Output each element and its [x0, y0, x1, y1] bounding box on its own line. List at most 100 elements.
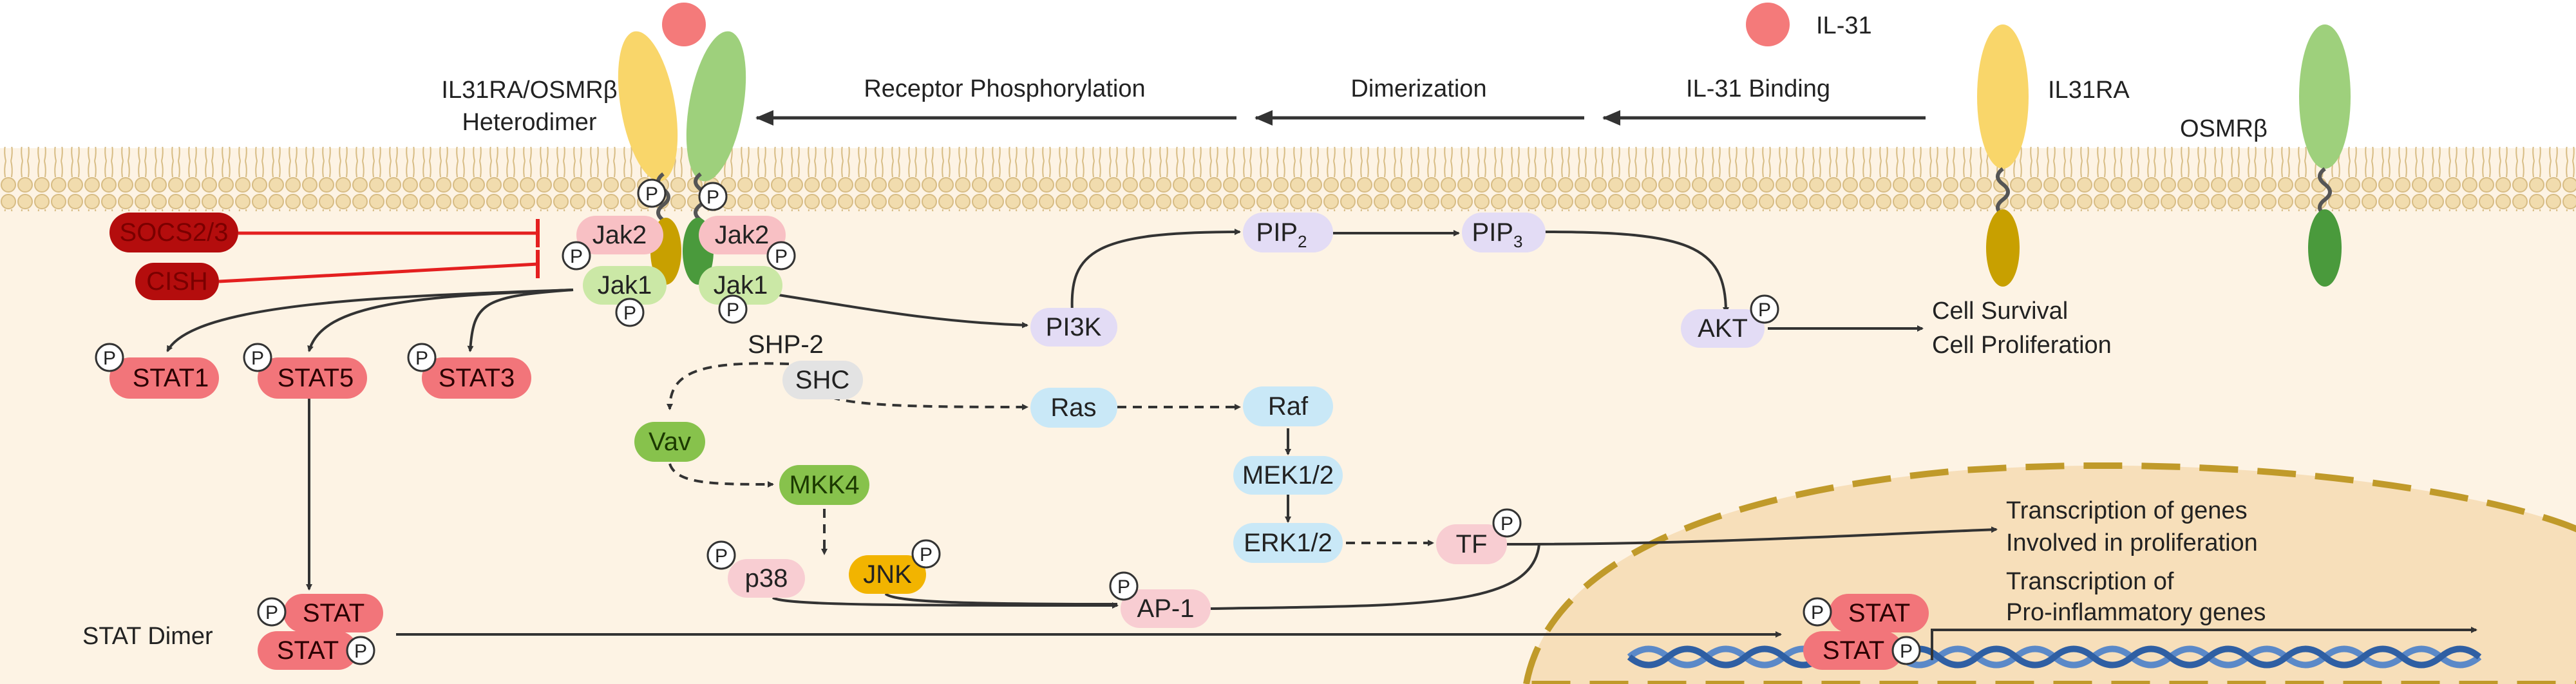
- phospho-akt: P: [1750, 294, 1779, 324]
- ap1-label: AP-1: [1137, 594, 1195, 623]
- edge-shc-ras: [817, 388, 1028, 410]
- phospho-receptor-left-symbol: P: [645, 184, 658, 205]
- mek-label: MEK1/2: [1242, 461, 1334, 489]
- edge-shc-vav: [667, 362, 790, 410]
- ras-label: Ras: [1050, 394, 1096, 422]
- stat-nuc-top-node: [1829, 594, 1929, 632]
- stat3-label: STAT3: [439, 364, 515, 392]
- shp2-label: SHP-2: [748, 330, 824, 359]
- transcription-proliferation-line2: Involved in proliferation: [2006, 529, 2258, 556]
- pi3k-node: [1030, 308, 1117, 347]
- phospho-p38-symbol: P: [715, 546, 728, 567]
- transcription-proliferation-line1: Transcription of genes: [2006, 497, 2248, 524]
- jak1-right-label: Jak1: [714, 271, 768, 299]
- phospho-stat5-symbol: P: [251, 348, 264, 369]
- phospho-stat-dimer-bottom-symbol: P: [354, 641, 367, 662]
- edge-jak1-stat3: [467, 289, 574, 352]
- il31ra-free-extracellular: [1977, 24, 2029, 169]
- phospho-jak1-right-symbol: P: [726, 299, 739, 321]
- phospho-stat-dimer-top-symbol: P: [265, 602, 278, 623]
- phospho-akt-symbol: P: [1758, 299, 1771, 321]
- socs-label: SOCS2/3: [120, 218, 229, 247]
- jak2-left-node: [576, 216, 663, 254]
- phospho-receptor-left: P: [637, 178, 667, 208]
- erk-label: ERK1/2: [1244, 529, 1332, 557]
- jak2-right-label: Jak2: [715, 221, 770, 249]
- phospho-stat-dimer-top: P: [257, 597, 287, 627]
- il31ra-extracellular: [618, 31, 678, 182]
- p38-label: p38: [745, 564, 788, 593]
- edge-pip3-akt: [1542, 231, 1729, 314]
- phospho-jak2-left-symbol: P: [570, 246, 583, 267]
- stat-dimer-top-label: STAT: [303, 599, 365, 627]
- phospho-receptor-right-symbol: P: [706, 187, 719, 208]
- phospho-stat3: P: [407, 343, 437, 372]
- tf-node: [1436, 524, 1507, 564]
- stat5-label: STAT5: [278, 364, 354, 392]
- extracellular-space: [0, 0, 2576, 148]
- ras-node: [1030, 388, 1117, 428]
- socs-node: [109, 213, 238, 252]
- cell-membrane: [0, 147, 2576, 211]
- osmrb-label: OSMRβ: [2180, 115, 2268, 142]
- edge-vav-mkk4: [668, 463, 774, 488]
- phospho-receptor-right: P: [698, 182, 728, 211]
- osmrb-free-transmembrane: [2318, 167, 2332, 217]
- jak2-right-node: [699, 216, 786, 254]
- edge-nucstat-transcription: [1931, 627, 2477, 660]
- pi3k-label: PI3K: [1046, 313, 1102, 341]
- ap1-node: [1121, 589, 1211, 628]
- mek-node: [1233, 456, 1343, 495]
- shc-node: [782, 361, 863, 399]
- step-il31-binding: IL-31 Binding: [1686, 75, 1830, 102]
- phospho-jak1-left-symbol: P: [623, 303, 636, 324]
- phospho-stat-nuc-top: P: [1803, 597, 1832, 627]
- il31-legend-label: IL-31: [1816, 12, 1872, 39]
- dna-helix: [1627, 645, 2482, 669]
- stat-dimer-top-node: [283, 594, 383, 632]
- stat-dimer-bottom-label: STAT: [277, 636, 339, 665]
- osmrb-free-extracellular: [2299, 24, 2351, 169]
- akt-label: AKT: [1698, 314, 1748, 343]
- shc-label: SHC: [795, 366, 849, 394]
- edge-ap1-tf-merge: [1210, 544, 1540, 610]
- phospho-p38: P: [706, 540, 736, 570]
- erk-node: [1233, 523, 1343, 563]
- il31ra-free-intracellular: [1986, 209, 2020, 287]
- vav-node: [634, 422, 705, 462]
- mkk4-label: MKK4: [790, 471, 860, 499]
- jak2-left-label: Jak2: [592, 221, 647, 249]
- edge-jak1-pi3k: [766, 292, 1028, 328]
- phospho-jak2-right: P: [766, 241, 796, 271]
- stat1-node: [109, 357, 219, 399]
- phospho-stat-nuc-top-symbol: P: [1811, 602, 1824, 623]
- transcription-inflammatory-line2: Pro-inflammatory genes: [2006, 599, 2266, 626]
- stat-nuc-top-label: STAT: [1848, 599, 1910, 627]
- pip2-label: PIP2: [1256, 218, 1307, 251]
- phospho-ap1-symbol: P: [1117, 576, 1130, 598]
- edge-jak1-stat5: [307, 289, 574, 352]
- cell-survival-label: Cell Survival: [1932, 298, 2068, 325]
- heterodimer-label-line2: Heterodimer: [462, 109, 596, 136]
- jak1-right-node: [699, 266, 782, 305]
- il31ra-label: IL31RA: [2048, 77, 2130, 104]
- il31ra-free-transmembrane: [1996, 167, 2010, 217]
- phospho-stat5: P: [243, 343, 272, 372]
- vav-label: Vav: [649, 428, 691, 456]
- jak1-left-label: Jak1: [598, 271, 652, 299]
- heterodimer-label-line1: IL31RA/OSMRβ: [441, 77, 617, 104]
- raf-node: [1243, 386, 1333, 426]
- phospho-jak1-left: P: [615, 298, 645, 327]
- p38-node: [728, 559, 805, 598]
- raf-label: Raf: [1268, 392, 1309, 421]
- il31-legend-icon: [1746, 3, 1790, 46]
- phospho-tf-symbol: P: [1501, 513, 1513, 535]
- mkk4-node: [779, 465, 869, 505]
- stat-dimer-bottom-node: [258, 631, 357, 670]
- cish-label: CISH: [146, 267, 208, 296]
- phospho-jnk: P: [911, 539, 941, 569]
- edge-p38-ap1: [772, 596, 1119, 609]
- phospho-stat-dimer-bottom: P: [346, 636, 375, 665]
- phospho-jak2-right-symbol: P: [775, 246, 788, 267]
